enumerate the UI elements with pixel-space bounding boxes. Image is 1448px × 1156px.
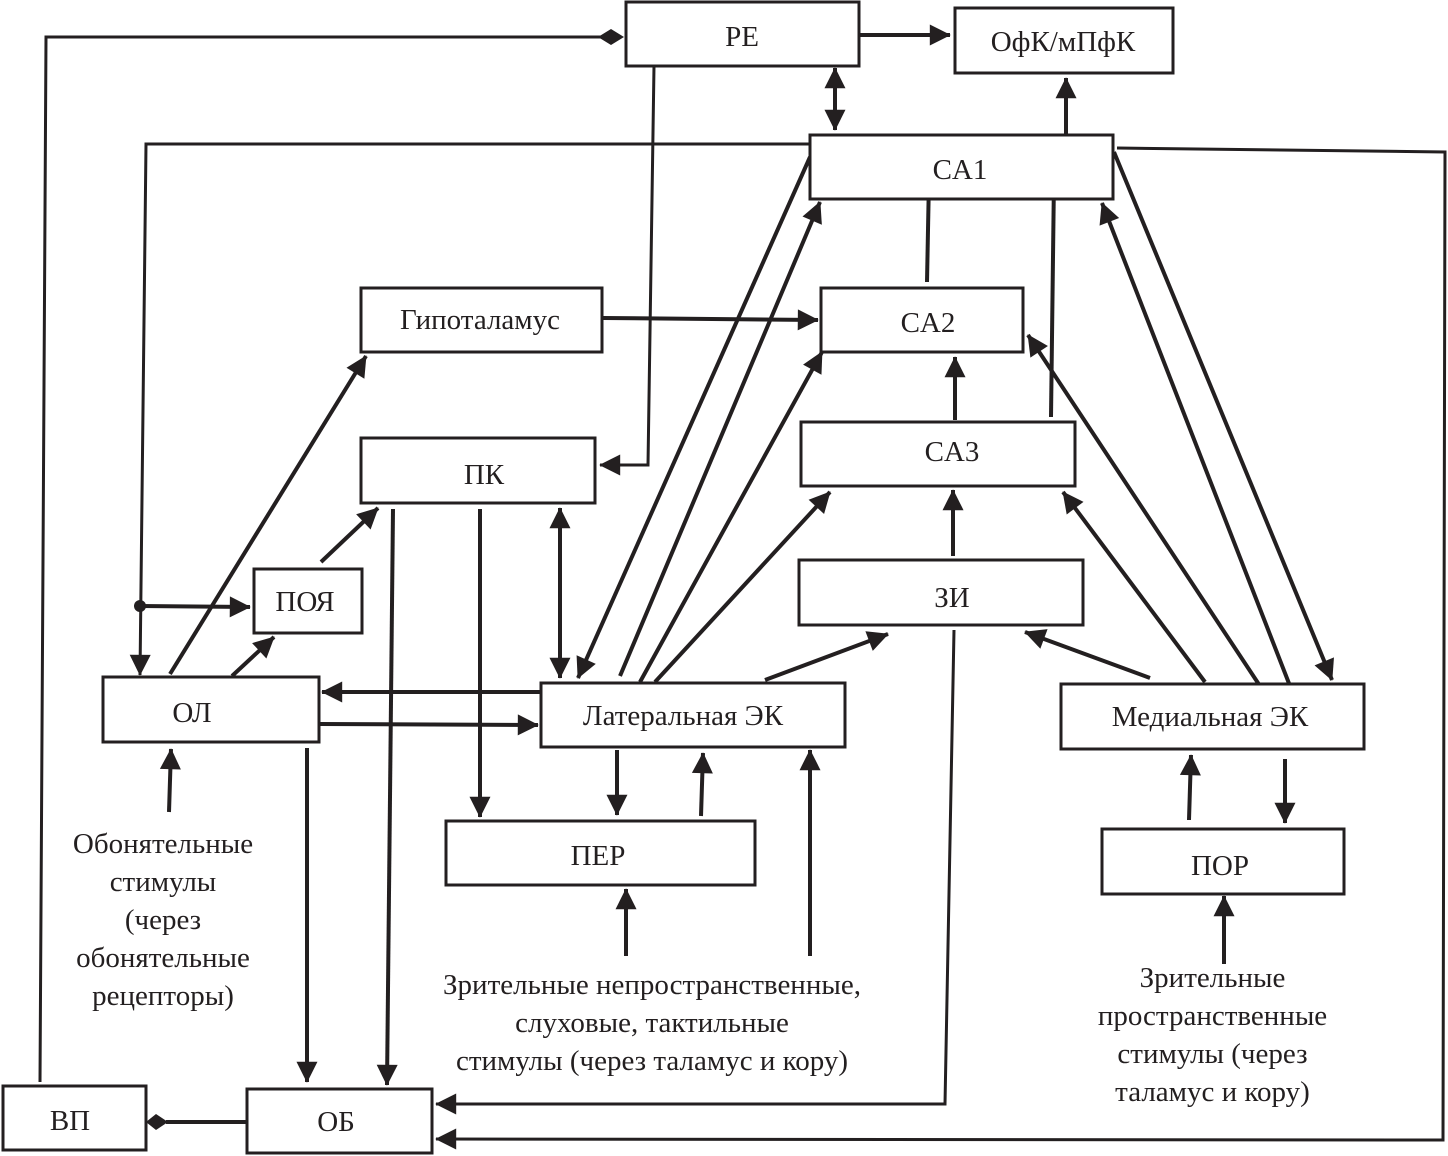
caption-line: Обонятельные: [72, 828, 254, 860]
node-label: ОЛ: [172, 697, 211, 729]
caption-olfactory-stimuli: Обонятельные стимулы (через обонятельные…: [48, 825, 278, 1015]
edge-ca3-ca1: [1043, 176, 1065, 418]
edge-medial-ek-ca1: [1099, 202, 1292, 687]
diamond-marker-vp: [146, 1114, 168, 1130]
node-per: ПЕР: [444, 819, 757, 887]
edge-ol-poya: [230, 635, 276, 678]
edge-pk-ob: [376, 508, 398, 1086]
node-label: ПОЯ: [275, 586, 334, 618]
node-label: ПОР: [1191, 850, 1249, 882]
node-ca2: CA2: [819, 286, 1025, 354]
edge-per-lateral-ek: [691, 752, 713, 817]
node-label: ВП: [50, 1105, 90, 1137]
edge-zi-ob: [435, 629, 956, 1115]
node-label: ПК: [464, 459, 505, 491]
edge-lateral-ek-ca3: [653, 490, 832, 684]
node-label: CA3: [925, 436, 980, 468]
node-por: ПОР: [1100, 827, 1346, 896]
node-label: ОфК/мПфК: [991, 26, 1136, 58]
caption-line: Зрительные непространственные,: [443, 969, 861, 1001]
node-medial-ek: Медиальная ЭК: [1059, 682, 1366, 751]
edge-lateral-ek-ca1: [618, 201, 822, 677]
edge-ca1-medial-ek: [1112, 151, 1334, 681]
node-zi: ЗИ: [797, 558, 1085, 627]
node-ob: ОБ: [245, 1087, 434, 1155]
edge-vp-re: [38, 35, 610, 1083]
node-ol: ОЛ: [101, 675, 321, 744]
caption-line: стимулы (через таламус и кору): [455, 1045, 849, 1077]
edge-lateral-ek-zi: [764, 631, 889, 682]
node-label: Гипоталамус: [400, 304, 560, 336]
caption-line: стимулы (через: [1117, 1038, 1308, 1070]
caption-line: (через: [124, 904, 202, 936]
edge-ol-lateral-ek: [319, 714, 539, 736]
node-label: РЕ: [725, 21, 759, 53]
edge-olfactory-ol: [159, 748, 181, 813]
node-label: ОБ: [317, 1106, 355, 1138]
caption-spatial-stimuli: Зрительные пространственные стимулы (чер…: [1070, 959, 1355, 1111]
caption-line: Зрительные: [1139, 962, 1286, 994]
edge-junction-poya: [139, 596, 251, 618]
caption-nonspatial-stimuli: Зрительные непространственные, слуховые,…: [392, 966, 912, 1080]
node-ca3: CA3: [799, 420, 1077, 488]
node-ca1: CA1: [808, 133, 1115, 201]
node-vp: ВП: [1, 1084, 148, 1152]
node-re: РЕ: [624, 0, 861, 68]
edge-por-medial-ek: [1179, 754, 1201, 821]
edge-ca1-lateral-ek: [576, 156, 812, 679]
node-ofk: ОфК/мПфК: [953, 6, 1175, 75]
node-label: ЗИ: [934, 582, 970, 614]
node-poya: ПОЯ: [252, 567, 364, 635]
node-label: Медиальная ЭК: [1112, 701, 1309, 733]
caption-line: пространственные: [1097, 1000, 1328, 1032]
edge-lateral-ek-ca2: [638, 351, 824, 683]
edge-medial-ek-zi: [1024, 629, 1151, 680]
edge-medial-ek-ca3: [1061, 490, 1207, 684]
diamond-marker-re: [598, 29, 624, 45]
edge-hypothalamus-ca2: [602, 309, 819, 331]
edges: [38, 24, 1447, 1150]
node-label: ПЕР: [571, 840, 626, 872]
node-label: CA1: [933, 154, 988, 186]
edge-medial-ek-ca2: [1026, 333, 1262, 688]
node-label: Латеральная ЭК: [583, 700, 784, 732]
node-pk: ПК: [359, 436, 597, 505]
edge-re-pk: [599, 65, 656, 476]
caption-line: таламус и кору): [1115, 1076, 1310, 1108]
edge-ca1-ob: [435, 146, 1447, 1150]
caption-line: стимулы: [109, 866, 217, 898]
node-hypothalamus: Гипоталамус: [359, 286, 604, 354]
edge-poya-pk: [319, 506, 380, 564]
edge-ol-hypothalamus: [168, 354, 368, 676]
edge-ca1-ol: [129, 142, 810, 676]
caption-line: рецепторы): [92, 980, 234, 1012]
caption-line: обонятельные: [76, 942, 250, 974]
caption-line: слуховые, тактильные: [515, 1007, 789, 1039]
node-lateral-ek: Латеральная ЭК: [539, 681, 847, 749]
node-label: CA2: [901, 307, 956, 339]
